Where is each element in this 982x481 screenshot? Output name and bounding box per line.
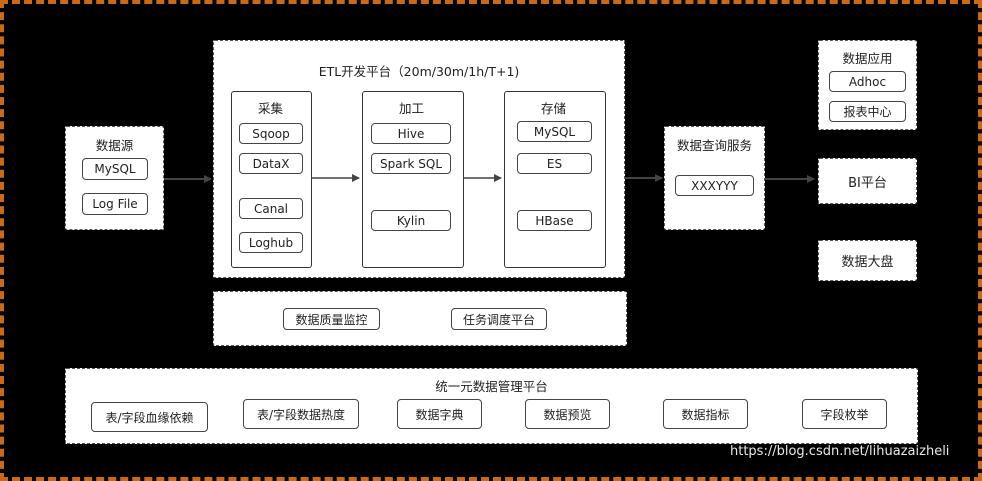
datasource-logfile: Log File [82, 193, 148, 215]
watermark-url: https://blog.csdn.net/lihuazaizheli [730, 444, 950, 459]
data-app-adhoc: Adhoc [829, 71, 906, 92]
etl-platform-title: ETL开发平台（20m/30m/1h/T+1) [318, 64, 520, 79]
collect-group: 采集 Sqoop DataX Canal Loghub [231, 91, 312, 268]
monitor-task-scheduler: 任务调度平台 [451, 308, 547, 330]
data-app-title: 数据应用 [842, 51, 893, 66]
metadata-preview: 数据预览 [525, 399, 610, 429]
query-service-item: XXXYYY [675, 175, 754, 196]
datasource-title: 数据源 [95, 138, 134, 153]
query-service-title: 数据查询服务 [676, 138, 752, 153]
process-sparksql: Spark SQL [371, 153, 451, 174]
process-kylin: Kylin [371, 210, 451, 231]
datasource-box: 数据源 MySQL Log File [65, 126, 164, 230]
process-hive: Hive [371, 123, 451, 144]
storage-mysql: MySQL [517, 121, 592, 142]
metadata-title: 统一元数据管理平台 [435, 379, 548, 394]
datasource-mysql: MySQL [82, 158, 148, 180]
metadata-enum: 字段枚举 [802, 399, 887, 429]
storage-title: 存储 [541, 101, 567, 116]
query-service-box: 数据查询服务 XXXYYY [664, 126, 765, 230]
collect-datax: DataX [239, 153, 303, 174]
collect-sqoop: Sqoop [239, 123, 303, 144]
metadata-lineage: 表/字段血缘依赖 [91, 402, 208, 432]
storage-hbase: HBase [517, 210, 592, 231]
metadata-heat: 表/字段数据热度 [243, 399, 359, 429]
storage-group: 存储 MySQL ES HBase [504, 91, 606, 268]
collect-loghub: Loghub [239, 232, 303, 253]
metadata-metrics: 数据指标 [663, 399, 748, 429]
process-group: 加工 Hive Spark SQL Kylin [362, 91, 464, 268]
metadata-box: 统一元数据管理平台 表/字段血缘依赖 表/字段数据热度 数据字典 数据预览 数据… [65, 368, 918, 444]
storage-es: ES [517, 153, 592, 174]
data-app-box: 数据应用 Adhoc 报表中心 [818, 40, 917, 130]
process-title: 加工 [399, 101, 425, 116]
monitor-box: 数据质量监控 任务调度平台 [213, 291, 627, 346]
dashboard-box: 数据大盘 [818, 240, 917, 281]
collect-canal: Canal [239, 198, 303, 219]
monitor-data-quality: 数据质量监控 [283, 308, 380, 330]
data-app-report-center: 报表中心 [829, 101, 906, 122]
metadata-dictionary: 数据字典 [397, 399, 482, 429]
collect-title: 采集 [258, 101, 284, 116]
bi-platform-box: BI平台 [818, 158, 917, 204]
etl-platform-box: ETL开发平台（20m/30m/1h/T+1) 采集 Sqoop DataX C… [213, 40, 625, 278]
